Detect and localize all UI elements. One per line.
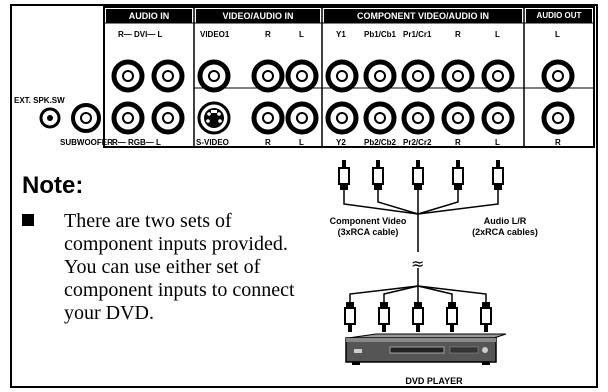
label-pb2: Pb2/Cb2: [364, 138, 397, 147]
rca-jack-icon: [151, 59, 185, 93]
label-comp1-l: L: [495, 30, 500, 39]
rca-plug-icon: [446, 302, 458, 332]
label-comp1-r: R: [455, 30, 461, 39]
rca-jack-icon: [441, 101, 475, 135]
dvd-player-icon: [345, 333, 507, 365]
note-title: Note:: [22, 172, 84, 199]
group-header-audio-in: AUDIO IN: [106, 9, 192, 23]
note-text: There are two sets of component inputs p…: [64, 210, 295, 324]
label-pb1: Pb1/Cb1: [364, 30, 397, 39]
rca-jack-icon: [325, 101, 359, 135]
label-rgb-audio: R— RGB— L: [112, 138, 161, 147]
label-y1: Y1: [336, 30, 346, 39]
rca-jack-icon: [111, 59, 145, 93]
label-out-r: R: [555, 138, 561, 147]
rca-jack-icon: [363, 59, 397, 93]
rca-jack-icon: [363, 101, 397, 135]
label-pr1: Pr1/Cr1: [403, 30, 432, 39]
panel-drawing: [39, 6, 595, 148]
rear-connector-panel: AUDIO IN VIDEO/AUDIO IN COMPONENT VIDEO/…: [12, 6, 596, 156]
component-cable-label-line1: Component Video: [329, 216, 407, 226]
label-video-r: R: [265, 30, 271, 39]
group-header-component-in: COMPONENT VIDEO/AUDIO IN: [324, 9, 522, 23]
group-header-video-audio-in: VIDEO/AUDIO IN: [196, 9, 320, 23]
label-pr2: Pr2/Cr2: [403, 138, 432, 147]
label-y2: Y2: [336, 138, 346, 147]
diagram-frame: AUDIO IN VIDEO/AUDIO IN COMPONENT VIDEO/…: [10, 4, 598, 388]
rca-plug-icon: [452, 160, 464, 190]
rca-plug-icon: [492, 160, 504, 190]
label-out-l: L: [555, 30, 560, 39]
rca-plug-icon: [338, 160, 350, 190]
rca-jack-icon: [285, 101, 319, 135]
rca-plug-icon: [344, 302, 356, 332]
component-cable-label: Component Video (3xRCA cable): [312, 216, 424, 238]
cable-diagram: [338, 160, 507, 365]
rca-plug-icon: [378, 302, 390, 332]
label-ext-speaker: EXT. SPK.SW: [14, 96, 65, 105]
rca-jack-icon: [401, 101, 435, 135]
rca-jack-icon: [325, 59, 359, 93]
rca-plug-icon: [372, 160, 384, 190]
rca-jack-icon: [481, 59, 515, 93]
label-video1: VIDEO1: [200, 30, 230, 39]
rca-jack-icon: [285, 59, 319, 93]
component-cable-label-line2: (3xRCA cable): [337, 227, 399, 237]
dvd-player-label: DVD PLAYER: [405, 376, 463, 386]
label-dvi-audio: R— DVI— L: [118, 30, 163, 39]
rca-jack-icon: [541, 59, 575, 93]
label-comp2-r: R: [455, 138, 461, 147]
label-subwoofer: SUBWOOFER: [60, 138, 113, 147]
subwoofer-jack-icon: [71, 103, 101, 133]
cable-break-symbol: ≈: [411, 254, 425, 273]
rca-plug-icon: [480, 302, 492, 332]
rca-jack-icon: [197, 59, 231, 93]
audio-cable-label-line1: Audio L/R: [483, 216, 527, 226]
label-video2-l: L: [299, 138, 304, 147]
ext-speaker-jack-icon: [39, 107, 61, 129]
audio-cable-label-line2: (2xRCA cables): [472, 227, 538, 237]
rca-jack-icon: [541, 101, 575, 135]
bullet-square-icon: [22, 214, 34, 226]
rca-jack-icon: [441, 59, 475, 93]
label-video-l: L: [299, 30, 304, 39]
label-comp2-l: L: [495, 138, 500, 147]
rca-plug-icon: [412, 160, 424, 190]
s-video-jack-icon: [197, 101, 231, 135]
rca-jack-icon: [401, 59, 435, 93]
label-video2-r: R: [265, 138, 271, 147]
rca-jack-icon: [151, 101, 185, 135]
rca-plug-icon: [412, 302, 424, 332]
label-s-video: S-VIDEO: [196, 138, 229, 147]
rca-jack-icon: [481, 101, 515, 135]
group-header-audio-out: AUDIO OUT: [526, 9, 592, 23]
rca-jack-icon: [251, 101, 285, 135]
rca-jack-icon: [111, 101, 145, 135]
rca-jack-icon: [251, 59, 285, 93]
audio-cable-label: Audio L/R (2xRCA cables): [460, 216, 550, 238]
